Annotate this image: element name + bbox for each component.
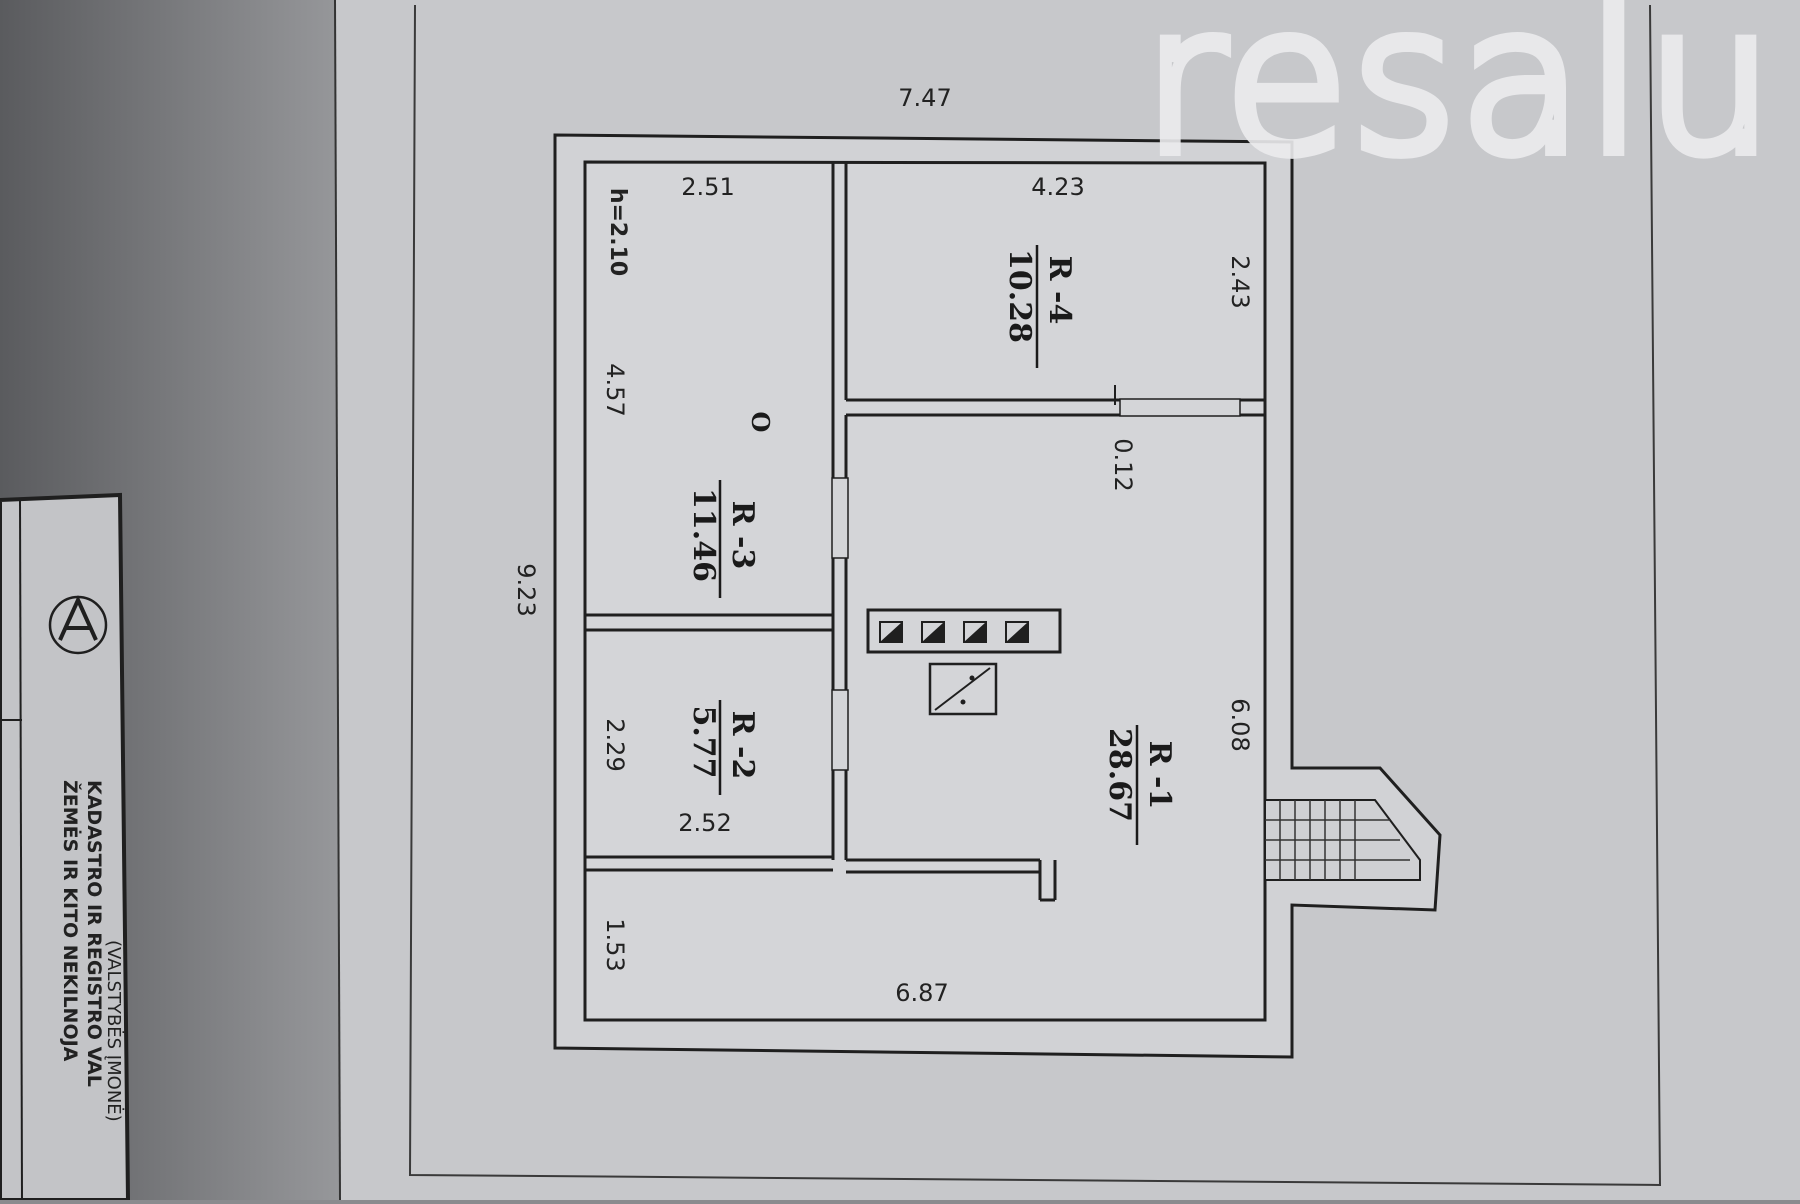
dimension-r3-width: 2.51 [681, 173, 734, 201]
room-area: 28.67 [1102, 728, 1137, 822]
dimension-hall-depth: 1.53 [601, 918, 629, 971]
dimension-top-outer: 7.47 [898, 84, 951, 112]
room-area: 10.28 [1002, 249, 1037, 343]
room-code: R -1 [1142, 741, 1177, 810]
room-r4: R -4 10.28 [1002, 245, 1077, 368]
watermark-logo: resalu [1143, 0, 1777, 198]
door-openings [831, 398, 1241, 771]
dimension-labels: 7.47 2.51 4.23 6.87 2.52 9.23 4.57 2.29 … [512, 84, 1254, 1007]
room-marker: O [746, 412, 775, 433]
room-area: 11.46 [686, 488, 721, 582]
room-r1: R -1 28.67 [1102, 725, 1177, 845]
room-code: R -4 [1042, 256, 1077, 325]
dimension-r4-depth: 2.43 [1226, 255, 1254, 308]
stamp-line-2: KADASTRO IR REGISTRO VAL [83, 780, 105, 1087]
room-area: 5.77 [686, 705, 721, 778]
room-r2: R -2 5.77 [686, 700, 760, 795]
dimension-bottom-inner: 6.87 [895, 979, 948, 1007]
dimension-r2-depth: 2.29 [601, 718, 629, 771]
stamp-line-1: ŽEMĖS IR KITO NEKILNOJA [59, 780, 83, 1062]
dimension-partition: 0.12 [1109, 438, 1137, 491]
stair [1264, 799, 1421, 881]
room-code: R -2 [725, 711, 760, 780]
inner-wall [583, 160, 1267, 1022]
dimension-r2-width: 2.52 [678, 809, 731, 837]
room-code: R -3 [725, 501, 760, 570]
cadastre-stamp: ŽEMĖS IR KITO NEKILNOJA KADASTRO IR REGI… [0, 492, 131, 1202]
dimension-r4-width: 4.23 [1031, 173, 1084, 201]
sheet-edge [334, 0, 341, 1201]
dimension-left-outer: 9.23 [512, 563, 540, 616]
dimension-r3-depth: 4.57 [601, 363, 629, 416]
ceiling-height-label: h=2.10 [605, 188, 630, 276]
room-r3: R -3 11.46 O [686, 412, 775, 598]
stamp-line-3: (VALSTYBĖS ĮMONĖ) [103, 940, 124, 1122]
drawing-frame [408, 4, 1662, 1187]
ventilation-block [866, 608, 1062, 716]
dimension-r1-depth: 6.08 [1226, 698, 1254, 751]
